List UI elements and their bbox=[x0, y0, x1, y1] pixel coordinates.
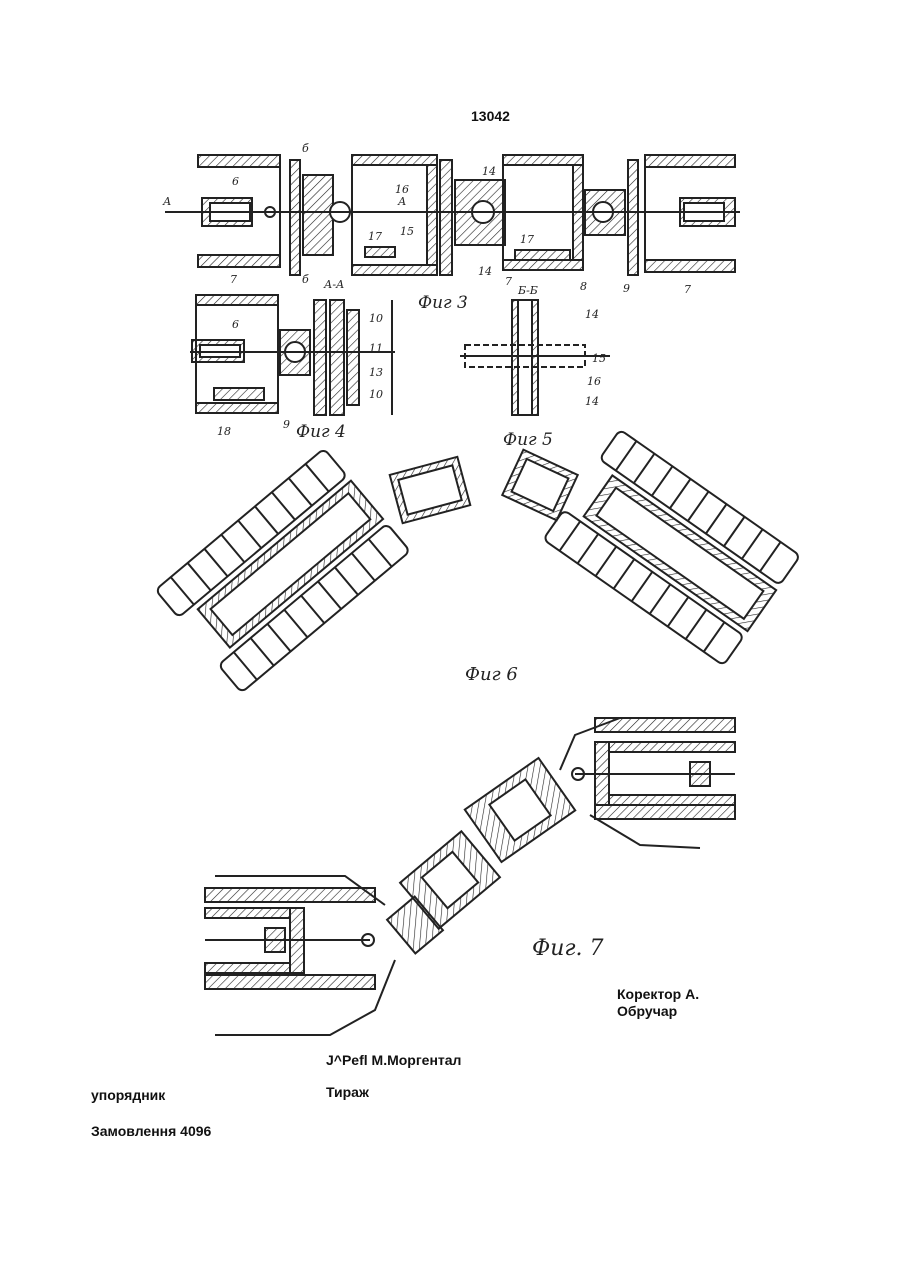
techred-line: J^Pefl М.Моргентал bbox=[326, 1052, 461, 1069]
fig4-num-13: 13 bbox=[369, 366, 383, 379]
fig4-num-9: 9 bbox=[283, 418, 290, 431]
figure-4 bbox=[190, 295, 395, 415]
fig5-caption: Фиг 5 bbox=[503, 430, 553, 450]
fig3-num-14b: 14 bbox=[478, 265, 492, 278]
fig3-num-7b: 7 bbox=[505, 275, 512, 288]
fig5-num-16: 16 bbox=[587, 375, 601, 388]
fig3-num-b2: б bbox=[302, 273, 309, 286]
fig4-num-18: 18 bbox=[217, 425, 231, 438]
fig3-num-b1: б bbox=[302, 142, 309, 155]
fig5-num-14b: 14 bbox=[585, 395, 599, 408]
corrector-line1: Коректор А. bbox=[617, 986, 699, 1003]
fig5-section-label: Б-Б bbox=[517, 284, 538, 297]
fig3-caption: Фиг 3 bbox=[418, 293, 468, 313]
fig3-num-8: 8 bbox=[580, 280, 587, 293]
fig3-num-17b: 17 bbox=[520, 233, 534, 246]
fig4-caption: Фиг 4 bbox=[296, 422, 346, 442]
fig3-num-9: 9 bbox=[623, 282, 630, 295]
fig5-num-14a: 14 bbox=[585, 308, 599, 321]
fig3-num-7c: 7 bbox=[684, 283, 691, 296]
corrector-line2: Обручар bbox=[617, 1003, 677, 1020]
figure-6 bbox=[155, 430, 800, 693]
fig7-caption: Фиг. 7 bbox=[532, 936, 604, 961]
tirazh-label: Тираж bbox=[326, 1084, 369, 1101]
fig5-num-15: 15 bbox=[592, 352, 606, 365]
fig3-num-15: 15 bbox=[400, 225, 414, 238]
order-number: Замовлення 4096 bbox=[91, 1123, 211, 1140]
fig3-num-6: 6 bbox=[232, 175, 239, 188]
compiler-label: упорядник bbox=[91, 1087, 165, 1104]
fig3-num-14a: 14 bbox=[482, 165, 496, 178]
fig6-caption: Фиг 6 bbox=[465, 664, 518, 685]
fig3-letter-a2: А bbox=[397, 195, 406, 208]
fig4-num-6: 6 bbox=[232, 318, 239, 331]
figure-3 bbox=[165, 155, 740, 275]
fig3-section-label: А-А bbox=[323, 278, 344, 291]
fig4-num-10b: 10 bbox=[369, 388, 383, 401]
fig4-num-10a: 10 bbox=[369, 312, 383, 325]
fig3-letter-a1: А bbox=[162, 195, 171, 208]
fig3-num-7a: 7 bbox=[230, 273, 237, 286]
fig4-num-11: 11 bbox=[369, 342, 383, 355]
fig3-num-17a: 17 bbox=[368, 230, 382, 243]
